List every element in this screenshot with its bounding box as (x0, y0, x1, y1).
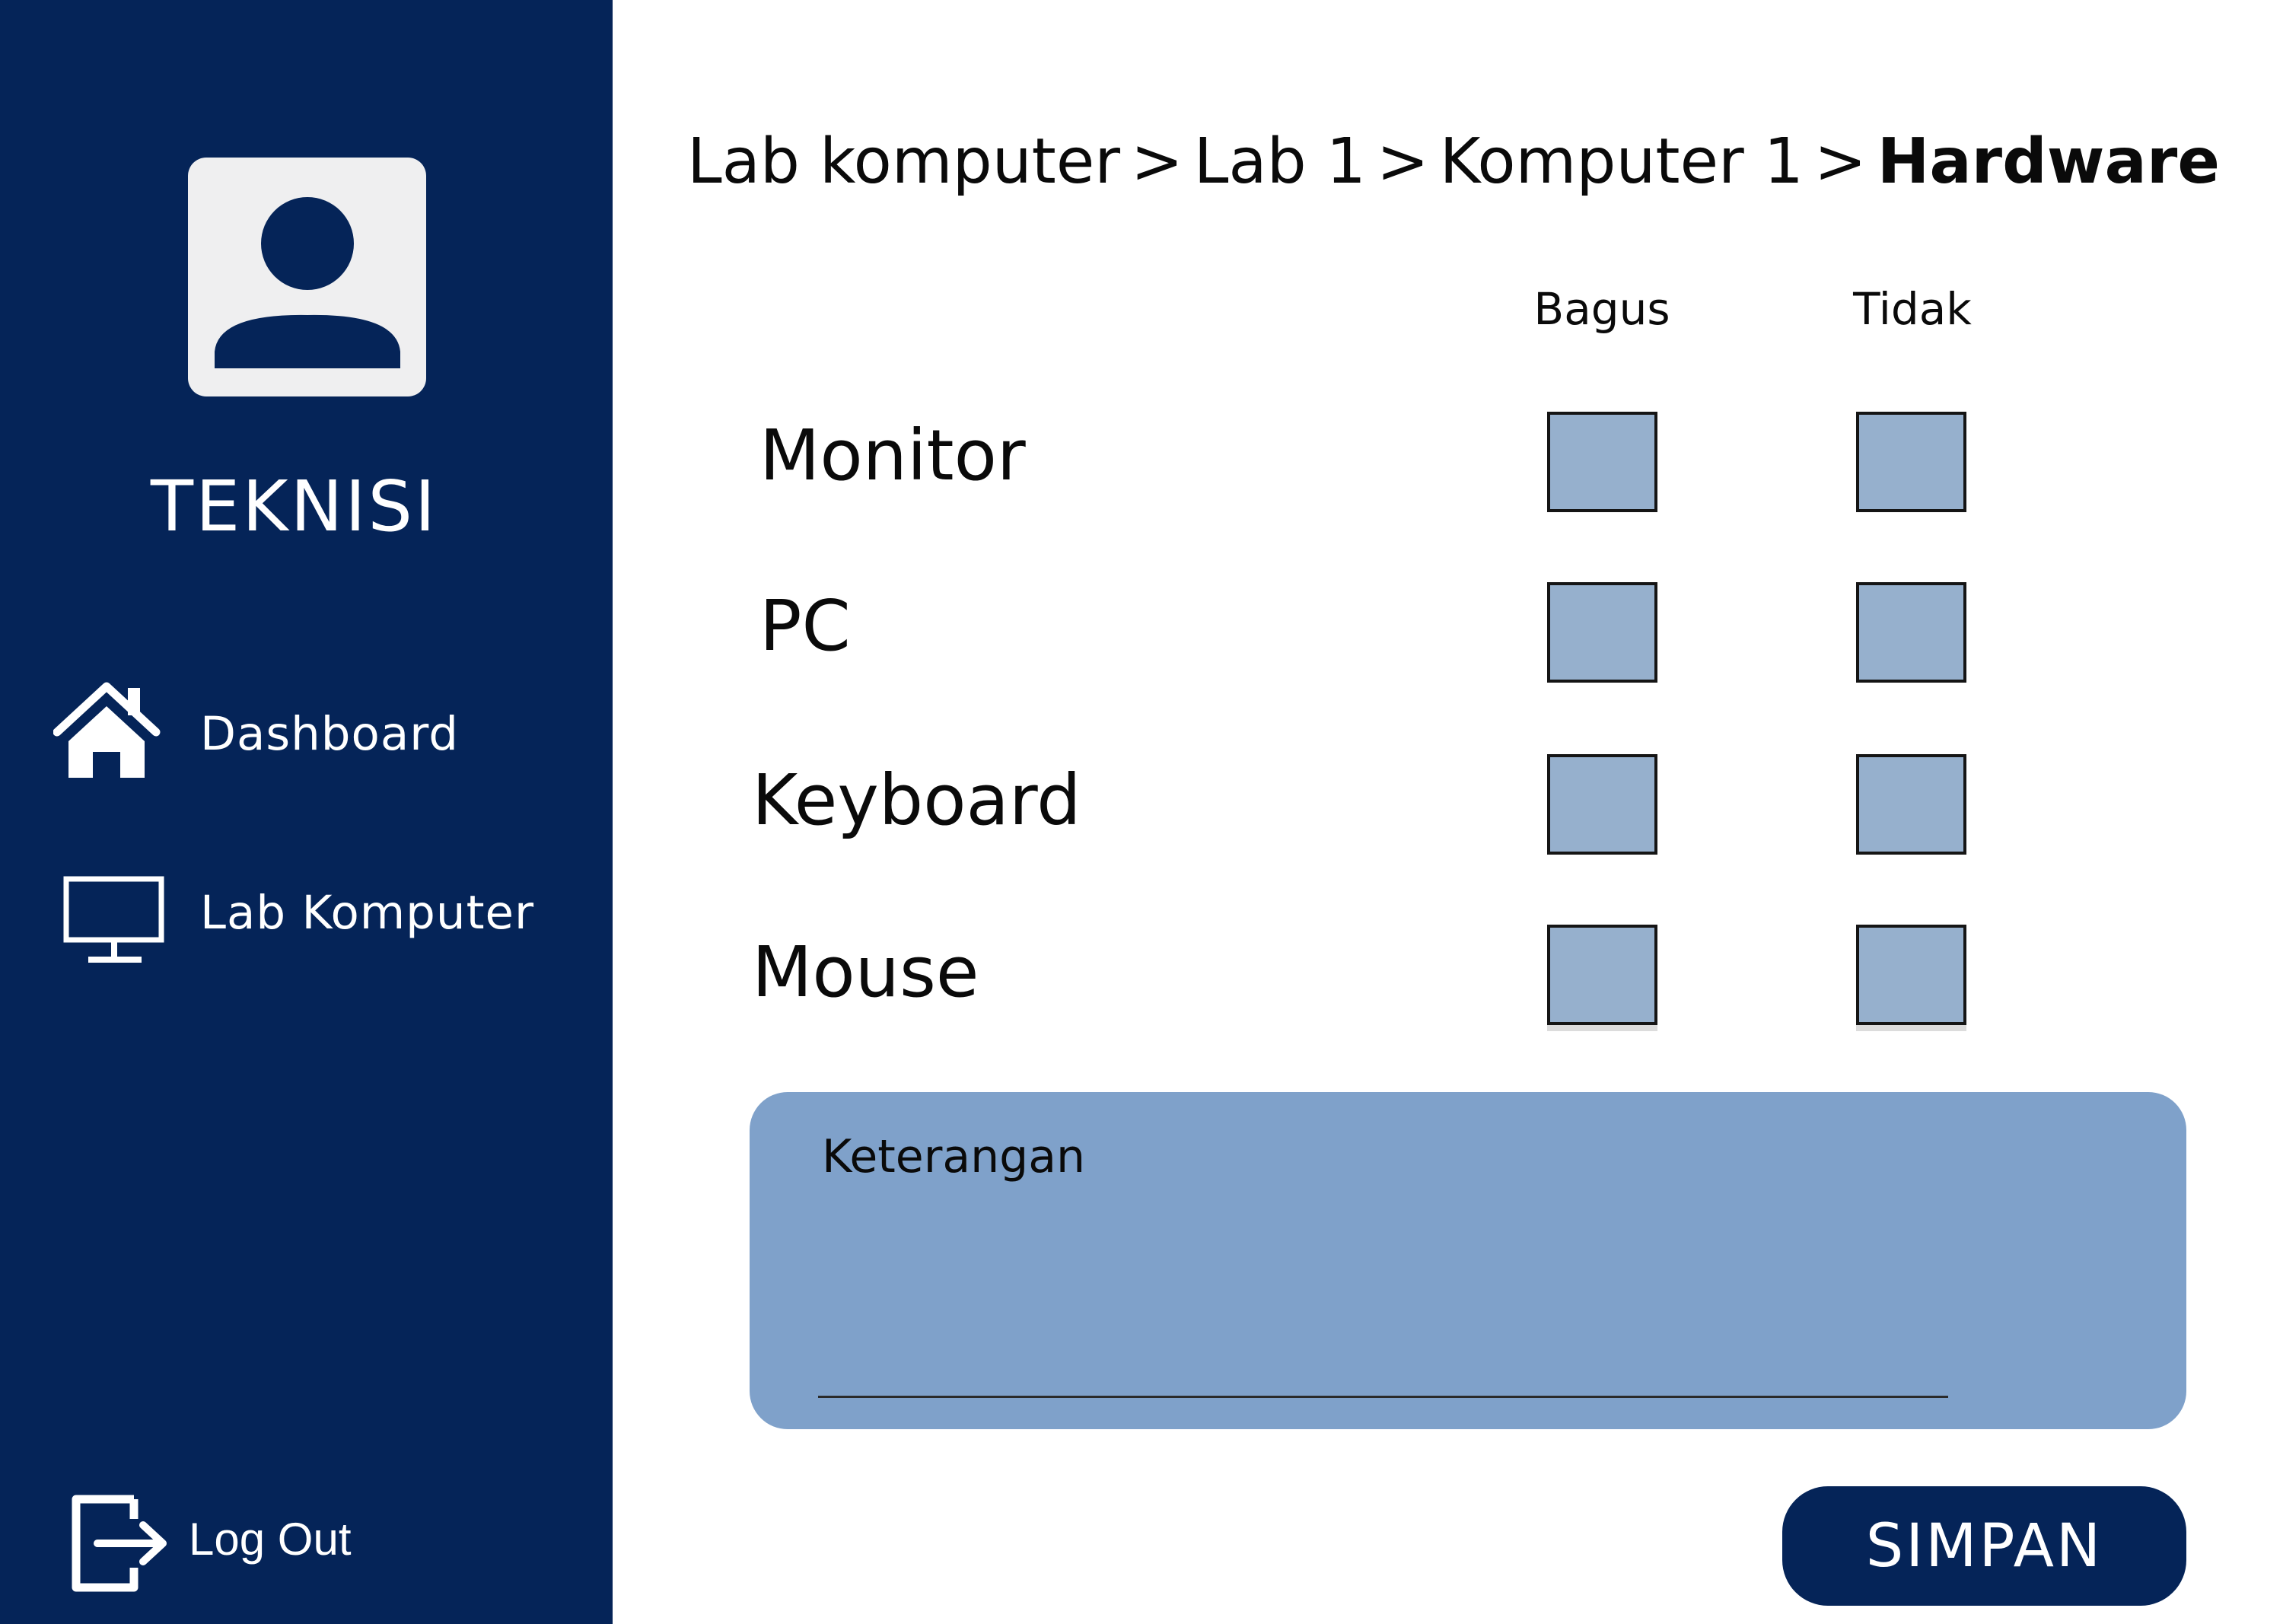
sidebar-item-label: Dashboard (200, 707, 459, 761)
monitor-icon (63, 876, 164, 963)
sidebar-item-lab-komputer[interactable]: Lab Komputer (53, 864, 586, 970)
column-header-tidak: Tidak (1853, 283, 1972, 335)
checkbox-keyboard-tidak[interactable] (1856, 754, 1966, 855)
breadcrumb-separator: > (1813, 126, 1867, 198)
user-role: TEKNISI (150, 466, 438, 547)
notes-label: Keterangan (822, 1130, 1086, 1183)
breadcrumb-item-lab-1[interactable]: Lab 1 (1193, 126, 1366, 198)
notes-input[interactable] (818, 1199, 1948, 1398)
checkbox-keyboard-bagus[interactable] (1547, 754, 1657, 855)
breadcrumb-item-komputer-1[interactable]: Komputer 1 (1439, 126, 1804, 198)
breadcrumb-current: Hardware (1877, 126, 2220, 198)
checkbox-pc-tidak[interactable] (1856, 582, 1966, 683)
checkbox-mouse-bagus[interactable] (1547, 925, 1657, 1025)
row-label-mouse: Mouse (752, 931, 979, 1013)
save-button[interactable]: SIMPAN (1782, 1486, 2186, 1606)
user-icon (215, 197, 400, 368)
logout-button[interactable]: Log Out (67, 1490, 387, 1597)
avatar (188, 158, 426, 396)
sidebar-item-label: Lab Komputer (200, 886, 535, 940)
logout-label: Log Out (189, 1514, 352, 1565)
home-icon (53, 682, 161, 778)
notes-panel: Keterangan (750, 1092, 2186, 1429)
breadcrumb-item-lab-komputer[interactable]: Lab komputer (687, 126, 1120, 198)
column-header-bagus: Bagus (1533, 283, 1670, 335)
checkbox-mouse-tidak[interactable] (1856, 925, 1966, 1025)
breadcrumb-separator: > (1131, 126, 1183, 198)
breadcrumb-separator: > (1376, 126, 1429, 198)
row-label-keyboard: Keyboard (752, 759, 1081, 841)
breadcrumb: Lab komputer>Lab 1>Komputer 1>Hardware (687, 126, 2220, 198)
checkbox-pc-bagus[interactable] (1547, 582, 1657, 683)
row-label-monitor: Monitor (759, 415, 1026, 496)
sidebar-item-dashboard[interactable]: Dashboard (53, 677, 586, 784)
checkbox-monitor-tidak[interactable] (1856, 412, 1966, 512)
checkbox-monitor-bagus[interactable] (1547, 412, 1657, 512)
logout-icon (72, 1495, 167, 1592)
row-label-pc: PC (759, 585, 851, 667)
sidebar: TEKNISI Dashboard Lab Komputer Log Out (0, 0, 613, 1624)
